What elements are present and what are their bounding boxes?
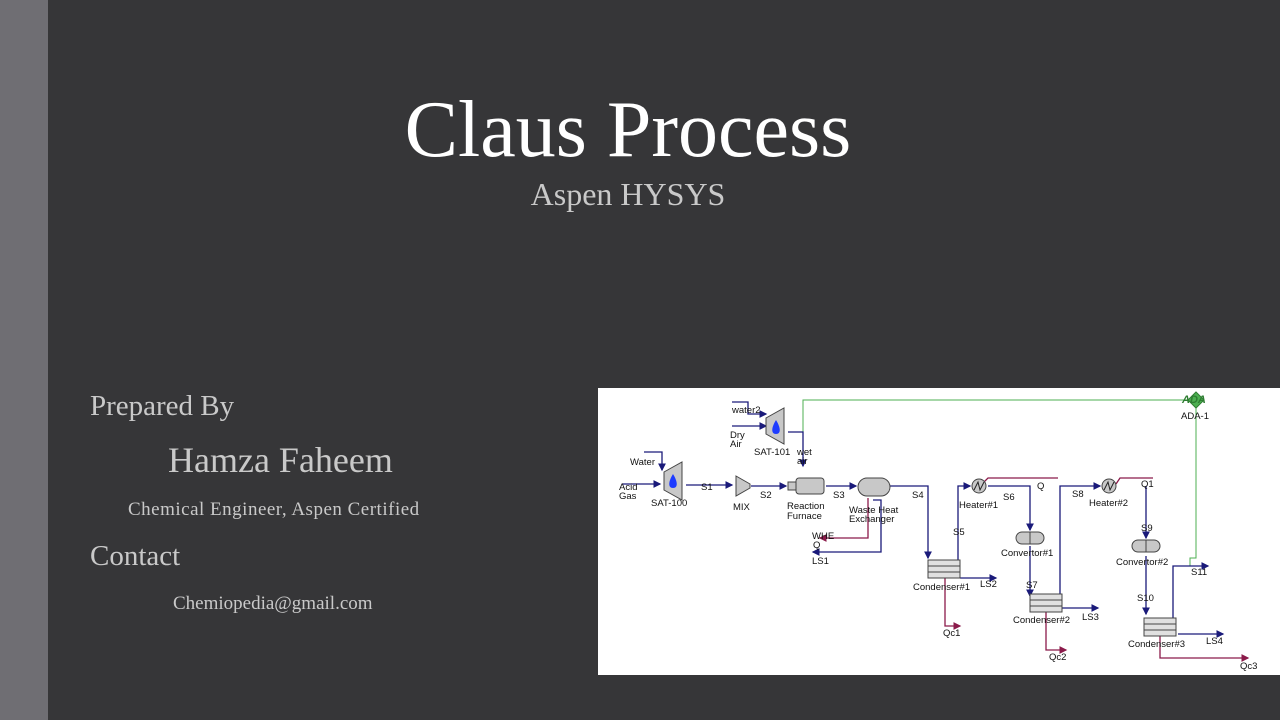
label-dry-air-1: Dry xyxy=(730,430,745,441)
condenser-3-icon[interactable] xyxy=(1143,617,1177,637)
label-s10: S10 xyxy=(1137,593,1154,604)
contact-email: Chemiopedia@gmail.com xyxy=(173,593,373,614)
label-acid-gas-2: Gas xyxy=(619,491,637,502)
condenser-1-icon[interactable] xyxy=(927,559,961,579)
label-heater-2: Heater#2 xyxy=(1089,498,1128,509)
label-s7: S7 xyxy=(1026,580,1038,591)
label-acid-gas-1: Acid xyxy=(619,482,637,493)
slide-subtitle: Aspen HYSYS xyxy=(530,176,726,212)
stream-s6[interactable] xyxy=(988,485,1034,532)
label-ls1: LS1 xyxy=(812,556,829,567)
contact-label: Contact xyxy=(90,540,181,572)
label-ls3: LS3 xyxy=(1082,612,1099,623)
stream-s8[interactable] xyxy=(1059,482,1102,598)
label-s8: S8 xyxy=(1072,489,1084,500)
process-flowsheet: SAT-101 SAT-100 MIX Reaction Furnace Was… xyxy=(598,388,1280,675)
slide-title: Claus Process xyxy=(404,86,852,174)
label-condenser-3: Condenser#3 xyxy=(1128,639,1185,650)
heater-2-icon[interactable] xyxy=(1101,478,1117,494)
label-ada: ADA-1 xyxy=(1181,411,1209,422)
label-dry-air-2: Air xyxy=(730,439,742,450)
stream-water2[interactable] xyxy=(732,401,768,418)
convertor-1-icon[interactable] xyxy=(1015,531,1045,545)
condenser-2-icon[interactable] xyxy=(1029,593,1063,613)
energy-q[interactable] xyxy=(981,477,1058,485)
label-wet-air-1: wet xyxy=(796,447,812,458)
stream-s11[interactable] xyxy=(1172,562,1210,622)
convertor-2-icon[interactable] xyxy=(1131,539,1161,553)
label-ada-tag: ADA xyxy=(1181,394,1206,406)
label-whe-2: Exchanger xyxy=(849,514,894,525)
reaction-furnace-icon[interactable] xyxy=(787,477,825,495)
label-s1: S1 xyxy=(701,482,713,493)
sat-101-icon[interactable] xyxy=(765,407,785,445)
label-qc3: Qc3 xyxy=(1240,661,1257,672)
heater-1-icon[interactable] xyxy=(971,478,987,494)
energy-qc3[interactable] xyxy=(1159,636,1250,662)
label-ls2: LS2 xyxy=(980,579,997,590)
label-q: Q xyxy=(1037,481,1044,492)
label-convertor-2: Convertor#2 xyxy=(1116,557,1168,568)
sat-100-icon[interactable] xyxy=(663,461,683,501)
label-q1: Q1 xyxy=(1141,479,1154,490)
stream-water[interactable] xyxy=(644,451,666,472)
label-s2: S2 xyxy=(760,490,772,501)
energy-qc2[interactable] xyxy=(1045,612,1068,654)
label-whe-q-2: Q xyxy=(813,540,820,551)
mixer-icon[interactable] xyxy=(735,475,751,497)
stream-s5[interactable] xyxy=(957,482,972,574)
label-wet-air-2: air xyxy=(797,456,808,467)
label-qc2: Qc2 xyxy=(1049,652,1066,663)
energy-qc1[interactable] xyxy=(944,578,962,630)
label-water: Water xyxy=(630,457,655,468)
label-s3: S3 xyxy=(833,490,845,501)
prepared-by-label: Prepared By xyxy=(90,390,235,422)
label-condenser-2: Condenser#2 xyxy=(1013,615,1070,626)
label-convertor-1: Convertor#1 xyxy=(1001,548,1053,559)
label-s6: S6 xyxy=(1003,492,1015,503)
waste-heat-exchanger-icon[interactable] xyxy=(857,477,891,497)
energy-q1[interactable] xyxy=(1115,477,1153,485)
label-sat-101: SAT-101 xyxy=(754,447,790,458)
label-mix: MIX xyxy=(733,502,751,513)
label-heater-1: Heater#1 xyxy=(959,500,998,511)
label-qc1: Qc1 xyxy=(943,628,960,639)
label-s11: S11 xyxy=(1191,567,1207,578)
label-reaction-furnace-2: Furnace xyxy=(787,511,822,522)
energy-whe-q[interactable] xyxy=(818,498,869,542)
label-ls4: LS4 xyxy=(1206,636,1223,647)
author-name: Hamza Faheem xyxy=(168,440,393,480)
stream-wet-air[interactable] xyxy=(788,431,807,468)
label-s9: S9 xyxy=(1141,523,1153,534)
label-sat-100: SAT-100 xyxy=(651,498,687,509)
label-s5: S5 xyxy=(953,527,965,538)
author-role: Chemical Engineer, Aspen Certified xyxy=(128,499,420,520)
label-condenser-1: Condenser#1 xyxy=(913,582,970,593)
label-reaction-furnace-1: Reaction xyxy=(787,501,825,512)
stream-s4[interactable] xyxy=(890,485,932,560)
stream-ls1[interactable] xyxy=(811,499,882,556)
label-water2: water2 xyxy=(731,405,761,416)
label-s4: S4 xyxy=(912,490,924,501)
label-whe-1: Waste Heat xyxy=(849,505,899,516)
label-whe-q-1: WHE xyxy=(812,531,834,542)
ada-icon[interactable] xyxy=(1187,391,1205,409)
left-accent-bar xyxy=(0,0,48,720)
